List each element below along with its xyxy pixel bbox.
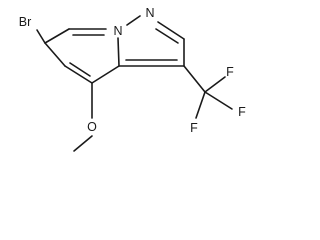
bond-n1-n2 (126, 15, 141, 26)
bond-c3b-cf3 (183, 65, 206, 93)
atom-label-n-pyrazole: N (145, 6, 154, 20)
atom-label-f-top: F (226, 65, 234, 79)
structure-canvas: Br N N O F F F (19, 6, 246, 152)
bond-cf3-f-top (204, 76, 226, 93)
bond-cf3-f-right (204, 91, 233, 110)
bond-c6-br (36, 29, 46, 44)
bond-c4-c5 (64, 65, 93, 84)
atom-label-f-left: F (190, 121, 198, 135)
bond-n1-c3a (117, 37, 120, 67)
bond-c3a-c4 (91, 65, 120, 84)
bond-cf3-f-left (195, 91, 206, 119)
bond-o-ch3 (73, 135, 93, 152)
bond-c5-c6 (44, 42, 66, 67)
atom-label-n-bridge: N (113, 24, 122, 38)
atom-label-f-right: F (238, 105, 246, 119)
bond-n2-c3-double (155, 28, 179, 44)
atom-label-br: Br (19, 15, 32, 29)
bond-c6-c7 (44, 28, 70, 44)
bond-n2-c3 (157, 21, 185, 40)
bond-c4-c5-double (69, 62, 91, 77)
molecule-diagram: Br N N O F F F (19, 6, 246, 152)
atom-label-oxygen: O (87, 120, 97, 134)
